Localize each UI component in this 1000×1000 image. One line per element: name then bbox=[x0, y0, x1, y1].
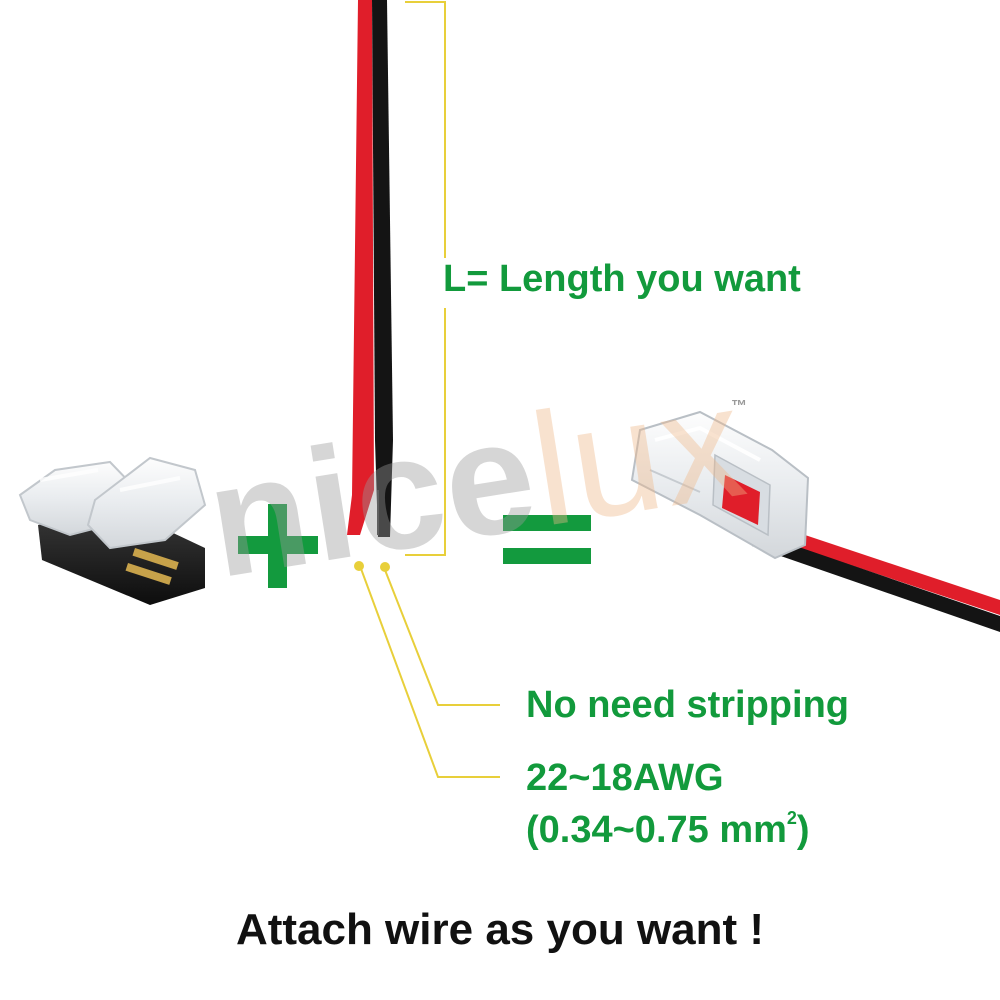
cross-section-close: ) bbox=[796, 809, 810, 851]
length-dimension-bracket bbox=[405, 1, 446, 556]
assembled-connector bbox=[630, 410, 1000, 632]
cross-section-superscript: 2 bbox=[786, 808, 797, 828]
no-stripping-label: No need stripping bbox=[526, 684, 849, 726]
wire-end-dot-red bbox=[354, 561, 364, 571]
wire-gauge-label: 22~18AWG bbox=[526, 757, 724, 799]
cross-section-label: (0.34~0.75 mm2) bbox=[526, 808, 810, 852]
caption: Attach wire as you want ! bbox=[235, 905, 765, 954]
length-label: L= Length you want bbox=[443, 258, 801, 300]
equals-icon bbox=[503, 515, 591, 564]
wire-end-dot-black bbox=[380, 562, 390, 572]
plus-icon bbox=[238, 504, 318, 588]
brand-watermark-part2: lux bbox=[520, 349, 757, 560]
wire-pair bbox=[347, 0, 393, 537]
trademark-symbol: ™ bbox=[731, 398, 747, 415]
leader-lines bbox=[359, 565, 500, 778]
cross-section-value: (0.34~0.75 mm bbox=[526, 809, 787, 851]
open-connector bbox=[18, 456, 207, 605]
